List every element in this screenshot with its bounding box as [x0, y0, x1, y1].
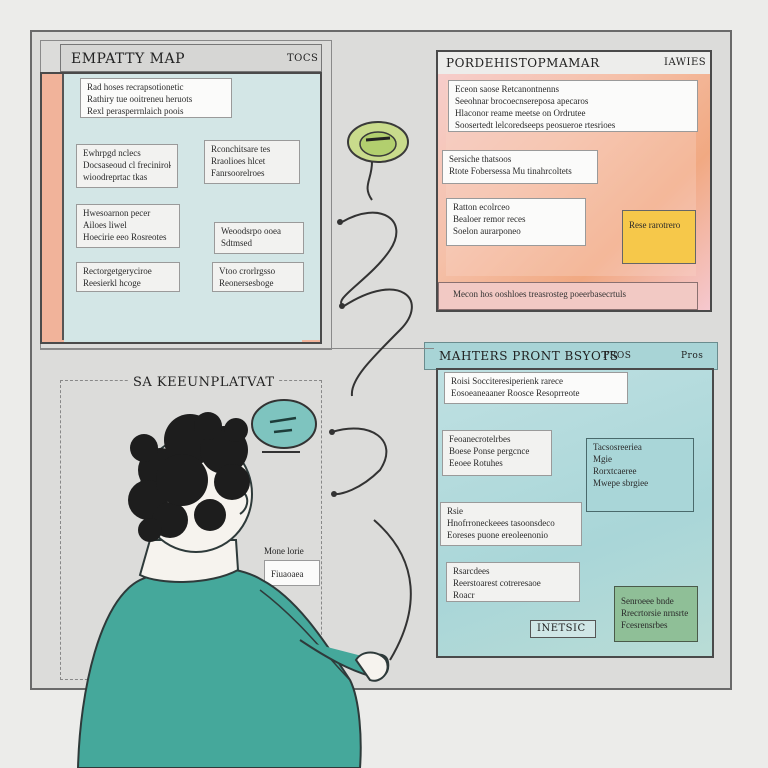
workspace-frame: SA KEEUNPLATVAT: [60, 375, 322, 680]
journey-map-tag: IAWIES: [664, 57, 707, 68]
empathy-map-title: EMPATTY MAP: [71, 51, 186, 67]
chat-bubble-green-icon: [347, 121, 409, 201]
journey-map-footer: Mecon hos ooshloes treasrosteg poeerbase…: [438, 282, 698, 310]
journey-map-title: PORDEHISTOPMAMAR: [446, 56, 600, 70]
empathy-map-tag: TOCS: [287, 53, 319, 64]
connector-line: [373, 519, 412, 661]
pain-points-title: MAHTERS PRONT BSYOTS: [439, 349, 619, 363]
journey-map-header: PORDEHISTOPMAMAR IAWIES: [438, 52, 710, 74]
connector-line: [343, 288, 413, 397]
pain-points-footer-label: INETSIC: [537, 623, 586, 634]
workspace-note-label: Mone lorie: [264, 546, 304, 556]
person-illustration: [76, 412, 390, 768]
journey-footer-text: Mecon hos ooshloes treasrosteg poeerbase…: [453, 289, 626, 299]
pain-points-tag: PROS: [603, 351, 632, 361]
pain-points-header: MAHTERS PRONT BSYOTS PROS Pros: [424, 342, 718, 370]
workspace-area: [40, 348, 434, 685]
pain-points-footer-label-box: INETSIC: [530, 620, 596, 638]
connector-line: [331, 427, 388, 496]
empathy-map-header: EMPATTY MAP TOCS: [60, 44, 322, 72]
pain-points-side-tag: Pros: [681, 351, 704, 361]
connector-line: [340, 211, 398, 307]
chat-bubble-teal-icon: [251, 399, 317, 453]
pin-icon: [329, 219, 345, 497]
workspace-title: SA KEEUNPLATVAT: [129, 375, 279, 390]
yellow-sticky-note[interactable]: Rese rarotrero: [622, 210, 696, 264]
sticky-note[interactable]: Fiuaoaea: [264, 560, 320, 586]
